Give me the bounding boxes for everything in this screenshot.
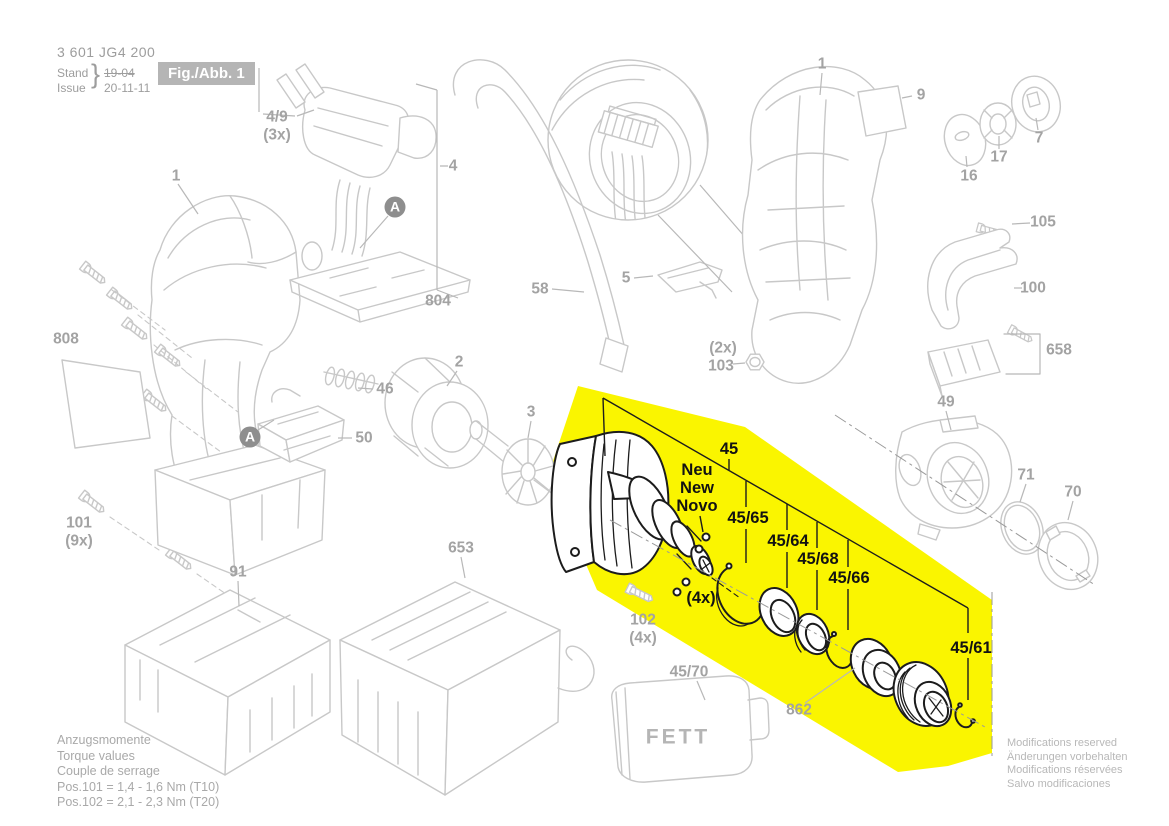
label-1-right: 1 — [817, 55, 827, 73]
label-45: 45 — [719, 439, 739, 458]
label-4-9: 4/9 — [266, 108, 288, 126]
label-103: 103 — [708, 357, 734, 375]
label-101: 101 — [66, 514, 92, 532]
part-7 — [1011, 75, 1061, 133]
label-45-61: 45/61 — [950, 638, 992, 657]
switch-module-4 — [276, 63, 437, 271]
label-50: 50 — [355, 429, 373, 447]
label-653: 653 — [448, 539, 474, 557]
label-16: 16 — [960, 167, 978, 185]
document-number: 3 601 JG4 200 — [57, 44, 156, 60]
label-3: 3 — [526, 403, 536, 421]
part-808-panel — [61, 359, 151, 449]
front-housing-49 — [895, 415, 1013, 541]
detail-circle — [547, 59, 759, 293]
note-line: Salvo modificaciones — [1007, 777, 1111, 790]
badge-a-1: A — [384, 196, 406, 218]
stand-issue-brace: } — [91, 59, 101, 89]
label-58: 58 — [531, 280, 549, 298]
nut-103 — [745, 353, 765, 371]
stator-2 — [384, 357, 489, 469]
label-91: 91 — [229, 563, 247, 581]
note-line: Modifications reserved — [1007, 737, 1118, 749]
label-neu: Neu — [681, 460, 713, 479]
button-50 — [257, 388, 345, 463]
label-new: New — [680, 478, 714, 497]
right-housing — [741, 65, 888, 384]
note-line: Änderungen vorbehalten — [1007, 750, 1128, 763]
label-862: 862 — [786, 701, 812, 719]
label-plate-9 — [857, 85, 907, 137]
figure-badge: Fig./Abb. 1 — [158, 62, 255, 85]
label-100: 100 — [1020, 279, 1046, 297]
label-9: 9 — [916, 86, 926, 104]
note-line: Anzugsmomente — [57, 733, 151, 747]
label-7: 7 — [1034, 129, 1044, 147]
grease-tube-45-70 — [611, 675, 770, 783]
label-4x-black: (4x) — [686, 588, 716, 607]
note-line: Pos.102 = 2,1 - 2,3 Nm (T20) — [57, 795, 220, 809]
left-housing — [149, 195, 301, 496]
label-2: 2 — [454, 353, 464, 371]
part-16 — [943, 113, 987, 167]
label-103-qty: (2x) — [709, 339, 737, 357]
label-45-70: 45/70 — [669, 663, 709, 681]
note-line: Modifications réservées — [1007, 764, 1123, 776]
plate-804 — [289, 251, 471, 323]
note-line: Couple de serrage — [57, 764, 160, 778]
label-102: 102 — [630, 611, 656, 629]
badge-a-2: A — [239, 426, 261, 448]
gearbox-assembly — [550, 430, 741, 599]
label-46: 46 — [376, 380, 394, 398]
label-1-left: 1 — [171, 167, 181, 185]
charger-653 — [339, 581, 595, 796]
ring-train — [715, 562, 976, 729]
part-17 — [979, 102, 1017, 146]
label-17: 17 — [990, 148, 1008, 166]
label-658: 658 — [1046, 341, 1072, 359]
label-71: 71 — [1017, 466, 1035, 484]
stand-value-struck: 19-04 — [104, 66, 135, 80]
spring-46 — [323, 366, 379, 394]
label-fett: FETT — [645, 725, 711, 749]
clip-658 — [927, 324, 1041, 397]
clip-5 — [657, 261, 723, 299]
label-105: 105 — [1030, 213, 1056, 231]
bracket-45 — [602, 397, 969, 700]
label-4: 4 — [448, 157, 458, 175]
o-ring-71 — [1000, 501, 1044, 555]
stand-label: Stand — [57, 66, 89, 80]
issue-value: 20-11-11 — [104, 81, 151, 95]
label-4-9-qty: (3x) — [263, 126, 291, 144]
label-5: 5 — [621, 269, 631, 287]
label-novo: Novo — [676, 496, 718, 515]
label-49: 49 — [937, 393, 955, 411]
label-70: 70 — [1064, 483, 1082, 501]
label-808: 808 — [53, 330, 79, 348]
label-45-65: 45/65 — [727, 508, 769, 527]
battery-91 — [124, 589, 331, 776]
leader-lines — [177, 68, 1074, 704]
ring-70 — [1037, 521, 1099, 591]
axis-lines — [609, 414, 1096, 757]
belt-clip-100 — [927, 228, 1018, 330]
note-line: Pos.101 = 1,4 - 1,6 Nm (T10) — [57, 779, 220, 794]
label-45-64: 45/64 — [767, 531, 809, 550]
label-804: 804 — [425, 292, 451, 310]
label-102-qty: (4x) — [629, 629, 657, 647]
issue-label: Issue — [57, 81, 86, 95]
note-line: Torque values — [57, 748, 135, 763]
label-45-66: 45/66 — [828, 568, 870, 587]
label-101-qty: (9x) — [65, 532, 93, 550]
label-45-68: 45/68 — [797, 549, 839, 568]
